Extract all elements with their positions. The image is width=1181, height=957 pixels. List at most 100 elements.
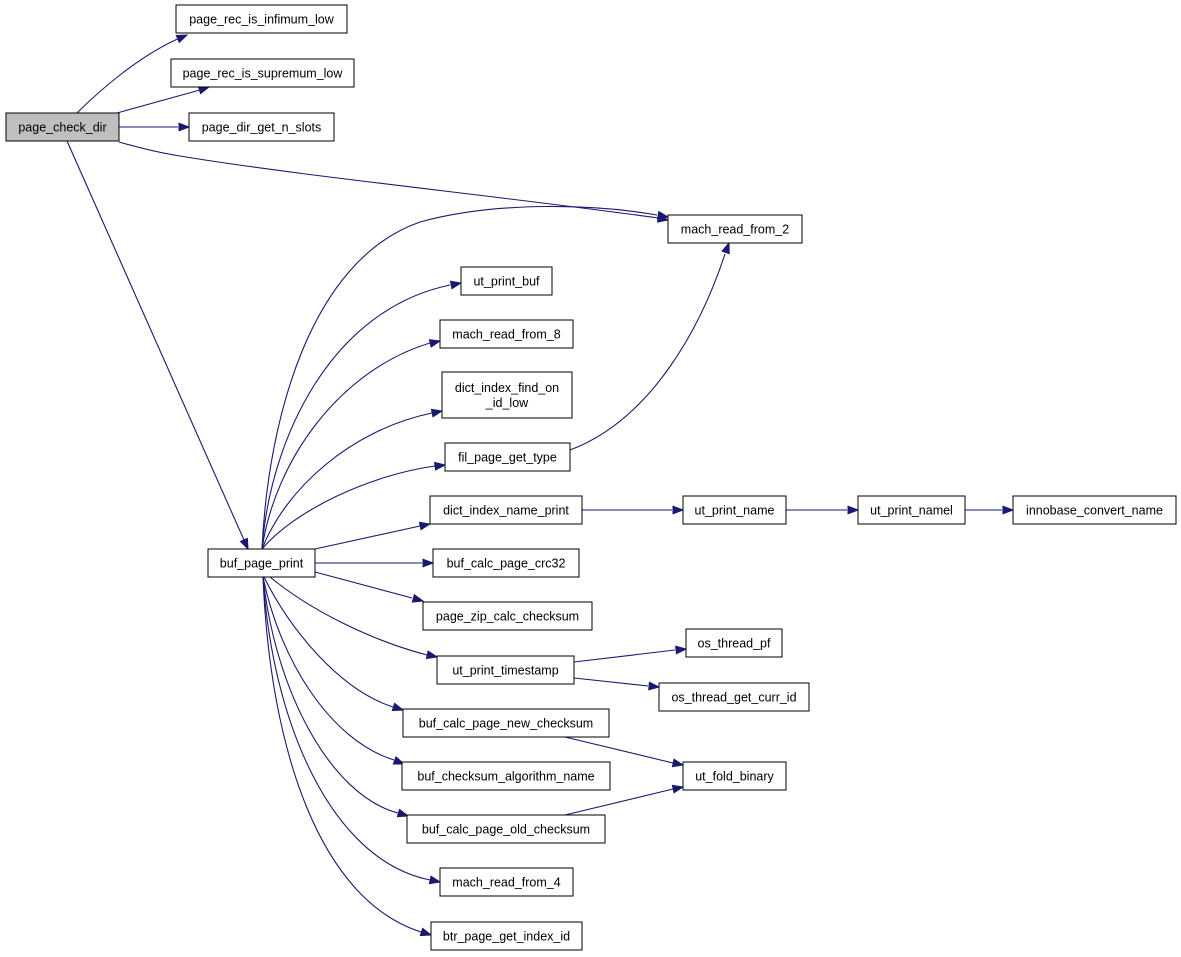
node-box [1012,495,1177,525]
edge-line [261,284,451,550]
node-page-check-dir[interactable]: page_check_dir [5,112,120,142]
node-label: page_rec_is_infimum_low [189,13,334,27]
node-buf-checksum-algorithm-name[interactable]: buf_checksum_algorithm_name [401,761,611,791]
node-mach-read-from-8[interactable]: mach_read_from_8 [439,319,574,349]
edge-line [573,649,676,663]
node-label: dict_index_find_on [455,381,559,395]
edge-buf_page_print-to-fil_page_get_type [261,461,447,550]
node-page-rec-is-infimum-low[interactable]: page_rec_is_infimum_low [175,4,348,34]
node-dict-index-name-print[interactable]: dict_index_name_print [429,495,583,525]
node-label: page_check_dir [18,121,106,135]
arrowhead [396,808,410,818]
node-buf-calc-page-old-checksum[interactable]: buf_calc_page_old_checksum [406,814,606,844]
arrowhead [411,593,425,603]
edge-line [261,205,658,550]
node-label: buf_calc_page_crc32 [447,557,566,571]
node-box [444,442,571,472]
node-ut-print-namel[interactable]: ut_print_namel [857,495,966,525]
node-ut-print-timestamp[interactable]: ut_print_timestamp [436,655,575,685]
node-label: buf_calc_page_old_checksum [422,823,590,837]
edge-buf_page_print-to-mach_read_from_4 [262,576,442,885]
node-label: ut_fold_binary [695,770,774,784]
node-box [422,601,593,631]
node-buf-calc-page-crc32[interactable]: buf_calc_page_crc32 [432,548,580,578]
edge-line [314,525,421,550]
arrowhead [178,122,191,132]
node-page-zip-calc-checksum[interactable]: page_zip_calc_checksum [422,601,593,631]
node-label: os_thread_get_curr_id [671,691,796,705]
node-box [682,761,787,791]
edge-line [263,576,394,708]
node-buf-calc-page-new-checksum[interactable]: buf_calc_page_new_checksum [402,708,610,738]
node-label: page_rec_is_supremum_low [183,67,344,81]
edge-line [116,89,201,114]
edge-ut_print_timestamp-to-os_thread_get_curr_id [573,677,661,691]
node-ut-fold-binary[interactable]: ut_fold_binary [682,761,787,791]
arrowhead [671,784,685,794]
node-box [432,548,580,578]
edge-page_check_dir-to-page_dir_get_n_slots [119,122,191,132]
nodes-layer: page_check_dir page_rec_is_infimum_lowpag… [5,4,1177,951]
node-buf-page-print[interactable]: buf_page_print [207,548,316,578]
edge-ut_print_name-to-ut_print_namel [786,505,860,515]
node-dict-index-find-on-id-low[interactable]: dict_index_find_on_id_low [441,371,573,419]
arrowhead [391,702,405,712]
node-label: ut_print_timestamp [452,664,558,678]
edge-buf_calc_page_new_checksum-to-ut_fold_binary [564,736,685,768]
edge-buf_page_print-to-btr_page_get_index_id [262,576,433,937]
node-innobase-convert-name[interactable]: innobase_convert_name [1012,495,1177,525]
node-box [439,867,574,897]
arrowhead [675,645,688,655]
edge-buf_page_print-to-ut_print_timestamp [269,576,439,660]
edge-ut_print_namel-to-innobase_convert_name [965,505,1015,515]
node-label: buf_calc_page_new_checksum [419,717,593,731]
node-os-thread-pf[interactable]: os_thread_pf [685,628,783,658]
arrowhead [648,681,661,691]
edge-line [261,412,433,550]
arrowhead [656,210,670,220]
node-ut-print-buf[interactable]: ut_print_buf [460,266,553,296]
node-btr-page-get-index-id[interactable]: btr_page_get_index_id [430,921,583,951]
node-page-dir-get-n-slots[interactable]: page_dir_get_n_slots [188,112,335,142]
node-box [175,4,348,34]
node-box [401,761,611,791]
node-box [170,58,355,88]
node-mach-read-from-2[interactable]: mach_read_from_2 [667,214,803,244]
arrowhead [434,461,447,471]
node-box [857,495,966,525]
edge-buf_page_print-to-dict_index_name_print [314,521,432,550]
arrowhead [175,34,189,44]
edge-page_check_dir-to-page_rec_is_infimum_low [76,34,189,114]
arrowhead [847,505,860,515]
arrowhead [430,408,444,418]
node-page-rec-is-supremum-low[interactable]: page_rec_is_supremum_low [170,58,355,88]
node-box [658,682,810,712]
node-box [429,495,583,525]
node-fil-page-get-type[interactable]: fil_page_get_type [444,442,571,472]
node-label: _id_low [485,396,529,410]
node-box [441,371,573,419]
node-mach-read-from-4[interactable]: mach_read_from_4 [439,867,574,897]
edge-line [262,576,422,933]
arrowhead [422,558,435,568]
node-os-thread-get-curr-id[interactable]: os_thread_get_curr_id [658,682,810,712]
edge-page_check_dir-to-page_rec_is_supremum_low [116,85,211,114]
node-label: ut_print_namel [870,504,953,518]
arrowhead [418,521,432,531]
node-label: mach_read_from_8 [452,328,560,342]
arrowhead [672,505,685,515]
edge-buf_page_print-to-page_zip_calc_checksum [314,571,425,603]
edge-line [76,36,183,114]
arrowhead [428,339,442,348]
edge-line [262,576,431,881]
node-box [685,628,783,658]
node-box [682,495,787,525]
edge-buf_page_print-to-mach_read_from_2 [261,205,670,550]
edge-line [261,465,436,550]
edge-buf_page_print-to-buf_calc_page_new_checksum [263,576,405,712]
edge-line [573,677,649,687]
node-box [5,112,120,142]
node-ut-print-name[interactable]: ut_print_name [682,495,787,525]
arrowhead [239,537,249,551]
